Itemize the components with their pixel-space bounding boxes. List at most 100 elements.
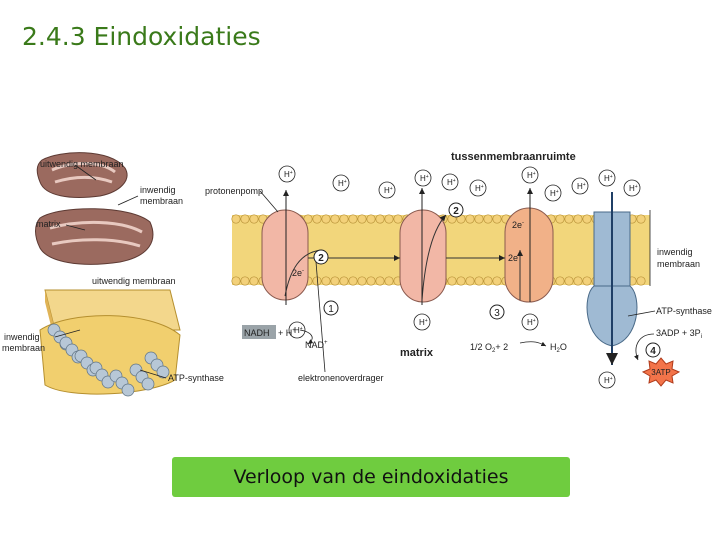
protein-complex-2 [399,209,447,303]
label-uitwendig-membraan-2: uitwendig membraan [92,276,176,286]
lipid-head [321,276,331,286]
h-plus-marker: H+ [623,179,641,197]
lipid-head [384,276,394,286]
svg-text:H+: H+ [629,184,638,193]
lipid-head [483,276,493,286]
label-adp: 3ADP + 3Pi [656,328,702,340]
lipid-head [465,214,475,224]
lipid-head [249,276,259,286]
h-plus-marker: H+ [521,313,539,331]
lipid-head [375,276,385,286]
lipid-head [447,276,457,286]
lipid-head [375,214,385,224]
svg-text:H+: H+ [550,189,559,198]
svg-text:H+: H+ [475,184,484,193]
lipid-head [564,214,574,224]
lipid-head [573,214,583,224]
h-plus-marker: H+ [521,166,539,184]
h-plus-marker: H+ [288,321,306,339]
lipid-head [366,276,376,286]
label-matrix: matrix [400,347,434,359]
step-1: 1 [328,304,334,315]
lipid-head [339,214,349,224]
lipid-head [393,214,403,224]
label-2e-a: 2e- [292,268,304,278]
h-plus-marker: H+ [332,174,350,192]
h-plus-marker: H+ [441,173,459,191]
caption-text: Verloop van de eindoxidaties [233,466,509,488]
h-plus-marker: H+ [413,313,431,331]
label-atp-synthase: ATP-synthase [656,306,712,316]
label-2e-b: 2e- [512,220,524,230]
label-tussenmembraanruimte: tussenmembraanruimte [451,151,576,163]
lipid-head [474,214,484,224]
label-elektronenoverdrager: elektronenoverdrager [298,373,384,383]
oxygen-reaction: 1/2 O2+ 2 H2O [470,341,567,354]
svg-text:H+: H+ [577,182,586,191]
h-plus-marker: H+ [469,179,487,197]
protein-complex-3 [504,207,554,303]
lipid-head [348,214,358,224]
lipid-head [231,214,241,224]
atp-synthase-protein [586,192,638,365]
label-nadh-plus-h: + H+ [278,328,296,338]
svg-text:H+: H+ [604,174,613,183]
h-plus-marker: H+ [278,165,296,183]
h-plus-marker: H+ [598,371,616,389]
mitochondrion-illustration [35,152,154,265]
label-matrix-left: matrix [36,219,61,229]
lipid-head [456,276,466,286]
lipid-head [330,276,340,286]
label-inwendig-1b: membraan [140,196,183,206]
synthase-sphere [121,383,135,397]
lipid-head [384,214,394,224]
lipid-head [330,214,340,224]
lipid-head [240,214,250,224]
lipid-head [582,214,592,224]
lipid-head [465,276,475,286]
svg-text:H+: H+ [420,174,429,183]
label-inwendig-membraan-a: inwendig [657,247,693,257]
label-nad: NAD+ [305,340,328,350]
lipid-head [573,276,583,286]
lipid-head [636,214,646,224]
lipid-head [582,276,592,286]
h-plus-marker: H+ [378,181,396,199]
atp-synthase-spheres [47,323,170,397]
protein-complex-1 [261,209,309,301]
lipid-head [636,276,646,286]
label-uitwendig-membraan-1: uitwendig membraan [40,159,124,169]
lipid-head [321,214,331,224]
label-inwendig-membraan-b: membraan [657,259,700,269]
lipid-head [357,214,367,224]
lipid-head [474,276,484,286]
step-3: 3 [494,308,500,319]
step-markers: 1 2 2 3 4 [313,202,661,358]
label-2e-c: 2e- [508,253,520,263]
h-plus-marker: H+ [571,177,589,195]
svg-text:H+: H+ [527,318,536,327]
proton-markers: H+ H+ H+ H+ H+ H+ H+ H+ H+ H+ H+ H+ H+ H+ H+ [278,165,641,389]
svg-text:H+: H+ [447,178,456,187]
h-plus-marker: H+ [414,169,432,187]
lipid-head [240,276,250,286]
lipid-head [357,276,367,286]
lipid-head [564,276,574,286]
svg-text:H+: H+ [527,171,536,180]
step-2b: 2 [453,206,459,217]
label-inwendig-2b: membraan [2,343,45,353]
lipid-head [339,276,349,286]
nadh-reaction: NADH + H+ NAD+ [242,325,328,350]
synthase-sphere [141,377,155,391]
step-2a: 2 [318,253,324,264]
label-atp: 3ATP [651,368,670,377]
lipid-head [348,276,358,286]
lipid-head [555,276,565,286]
label-o2: 1/2 O2+ 2 [470,342,508,354]
label-inwendig-1a: inwendig [140,185,176,195]
svg-text:H+: H+ [604,376,613,385]
svg-text:H+: H+ [419,318,428,327]
lipid-head [492,214,502,224]
label-protonenpomp: protonenpomp [205,186,263,196]
